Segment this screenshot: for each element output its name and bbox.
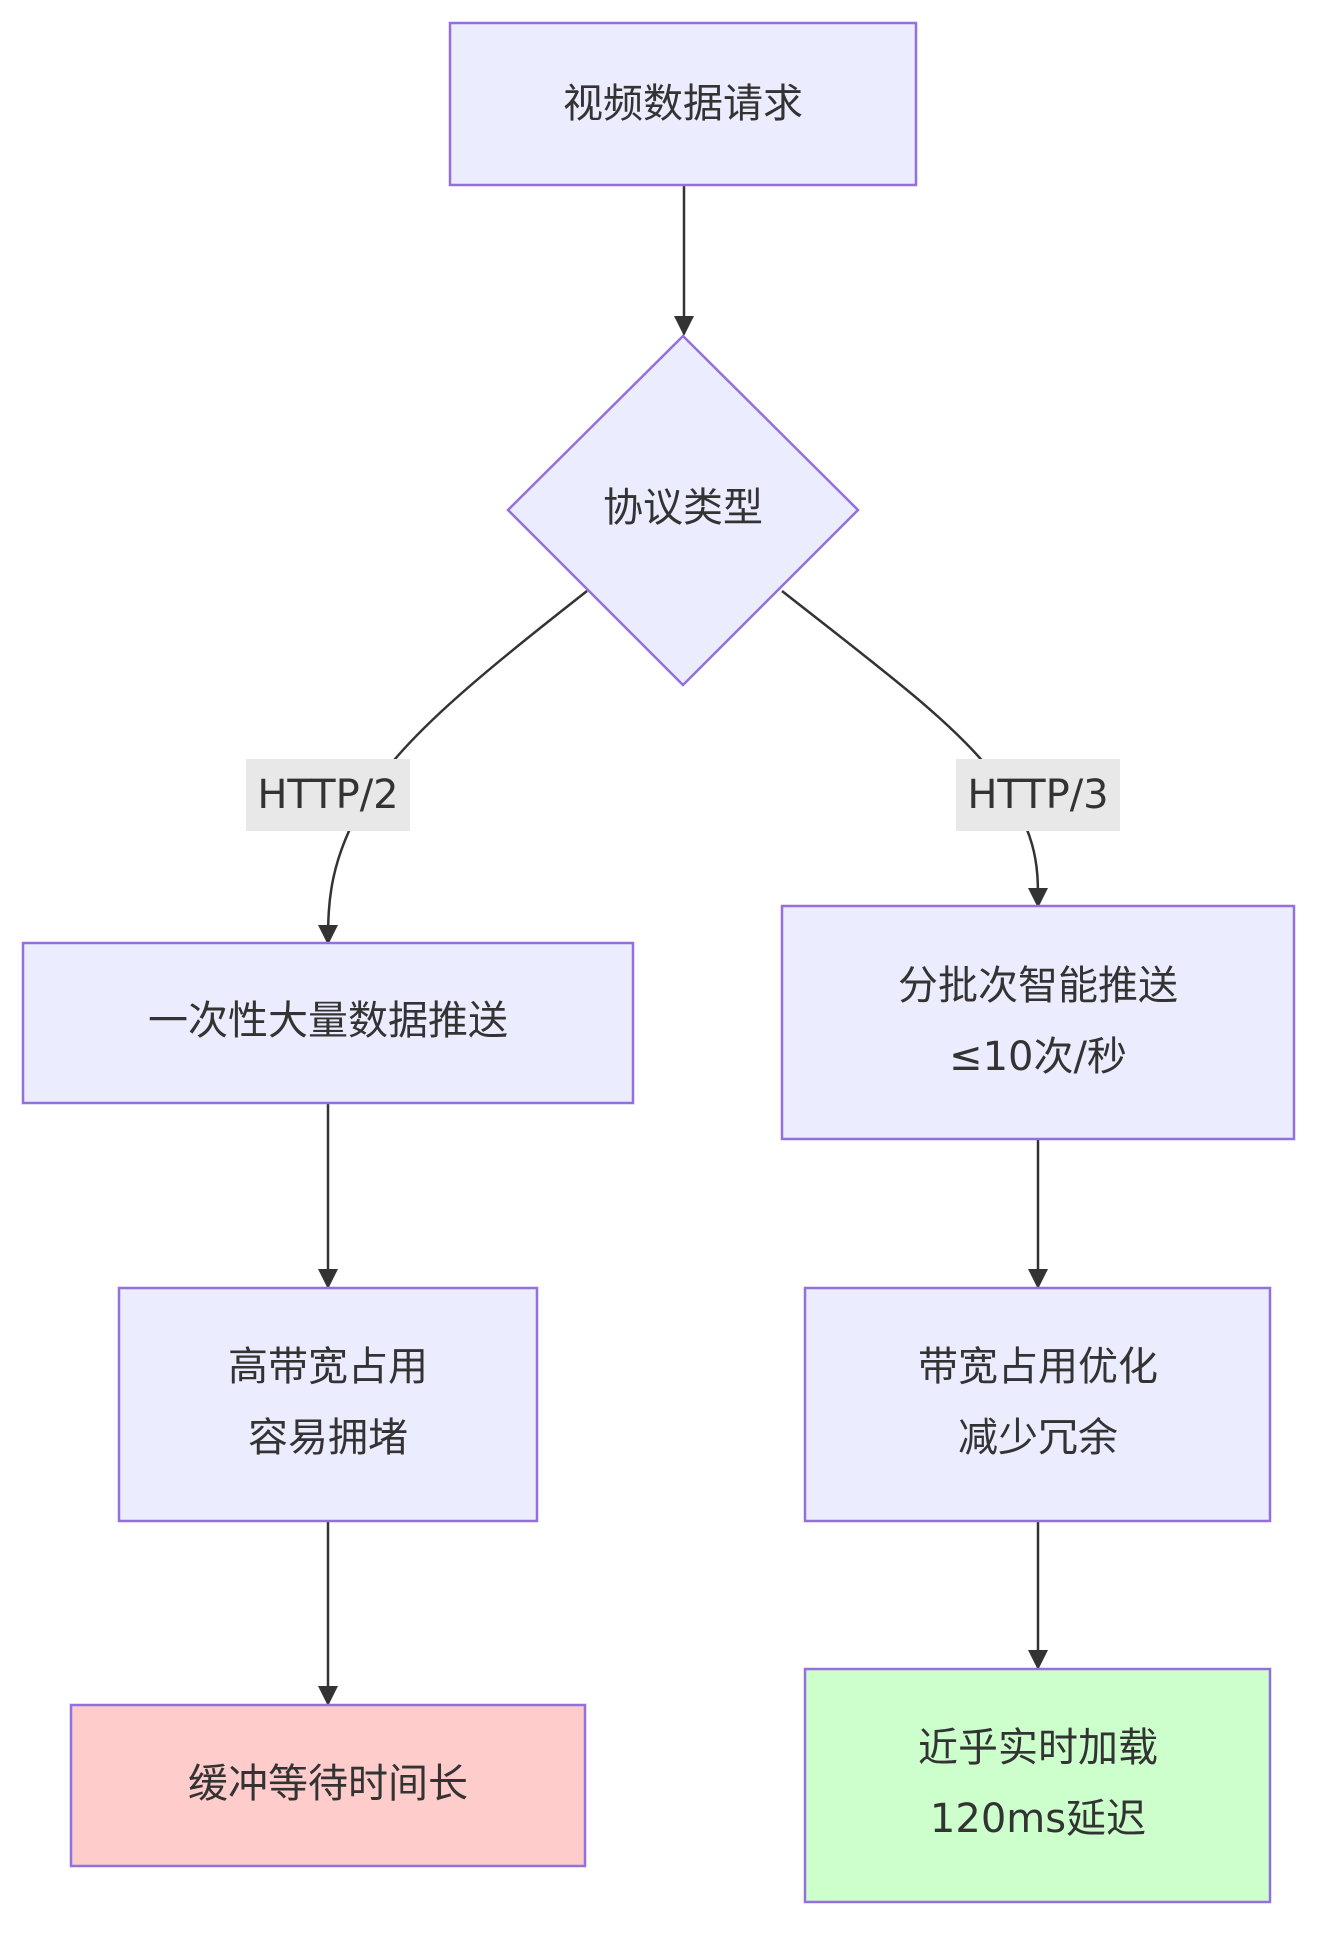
node-h2-push: 一次性大量数据推送 (21, 941, 635, 1105)
node-h3-result-line2: 120ms延迟 (930, 1796, 1146, 1842)
node-video-request: 视频数据请求 (448, 21, 918, 187)
node-protocol-decision-label: 协议类型 (603, 485, 763, 531)
node-h2-result-label: 缓冲等待时间长 (188, 1761, 468, 1807)
node-h2-push-label: 一次性大量数据推送 (148, 998, 508, 1044)
node-h2-bandwidth-line1: 高带宽占用 (228, 1344, 428, 1390)
node-h3-push-line1: 分批次智能推送 (898, 963, 1178, 1009)
node-video-request-label: 视频数据请求 (563, 81, 803, 127)
node-h3-bandwidth-line1: 带宽占用优化 (918, 1344, 1158, 1390)
node-h3-bandwidth-line2: 减少冗余 (958, 1415, 1118, 1461)
node-h3-push-line2: ≤10次/秒 (949, 1034, 1127, 1080)
node-h2-result: 缓冲等待时间长 (69, 1703, 587, 1868)
node-h3-push: 分批次智能推送 ≤10次/秒 (780, 904, 1296, 1141)
edge-label-http2-text: HTTP/2 (257, 772, 398, 818)
edge-label-http3: HTTP/3 (956, 759, 1120, 831)
node-h2-bandwidth: 高带宽占用 容易拥堵 (117, 1286, 539, 1523)
node-h3-bandwidth: 带宽占用优化 减少冗余 (803, 1286, 1272, 1523)
edge-protocol-to-h3-push (781, 590, 1049, 908)
node-h3-result-line1: 近乎实时加载 (918, 1725, 1158, 1771)
edge-label-http3-text: HTTP/3 (967, 772, 1108, 818)
node-h2-bandwidth-line2: 容易拥堵 (248, 1415, 408, 1461)
node-h3-result: 近乎实时加载 120ms延迟 (803, 1667, 1272, 1904)
edge-label-http2: HTTP/2 (246, 759, 410, 831)
node-protocol-decision: 协议类型 (506, 334, 860, 687)
